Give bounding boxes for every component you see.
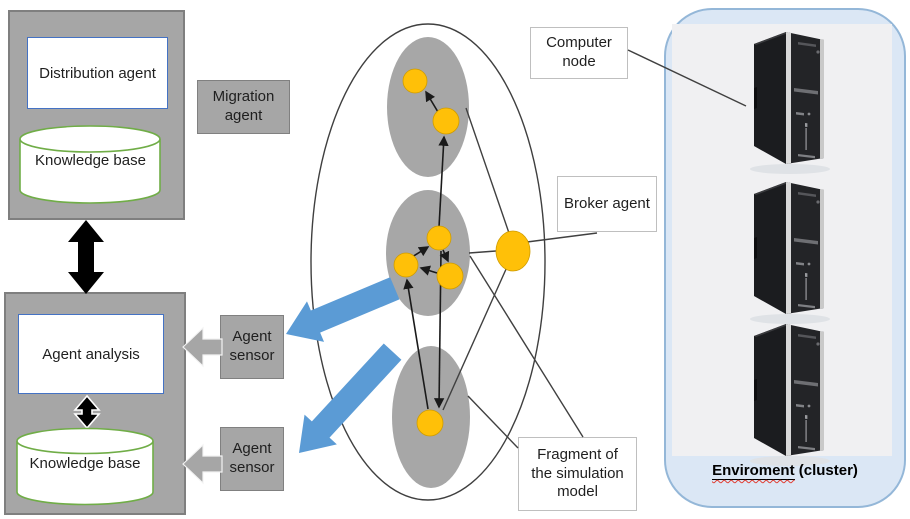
- arrow-top-b-to-a: [425, 90, 439, 113]
- blue-arrow-to-sensor-top: [286, 277, 400, 342]
- fragment-label: Fragment of the simulation model: [531, 445, 624, 501]
- broker-to-bottom-agent-line: [442, 266, 508, 411]
- distribution-agent-label: Distribution agent: [39, 64, 156, 82]
- distribution-agent-box: Distribution agent: [27, 37, 168, 109]
- broker-to-top-fragment-line: [465, 107, 510, 234]
- environment-panel: [664, 8, 906, 508]
- fragment-label-to-middle-line: [469, 255, 584, 438]
- broker-agent-callout: Broker agent: [557, 176, 657, 232]
- migration-agent-label: Migration agent: [212, 88, 275, 124]
- fragment-ellipse-middle: [386, 190, 470, 316]
- broker-agent-node: [495, 230, 531, 272]
- fragment-ellipse-bottom: [392, 346, 470, 488]
- knowledge-base-top-label: Knowledge base: [35, 152, 146, 169]
- arrow-mid-right-to-left: [419, 265, 438, 276]
- simulation-model-ellipse: [310, 23, 546, 501]
- fragment-ellipse-top: [387, 37, 469, 177]
- agent-analysis-box: Agent analysis: [18, 314, 164, 394]
- arrow-mid-left-to-top: [411, 246, 430, 258]
- agent-sensor-bottom-label: Agent sensor: [229, 440, 275, 476]
- broker-label-connector: [526, 232, 598, 243]
- arrow-mid-top-to-right: [439, 249, 450, 263]
- agent-interaction-arrows: [403, 90, 450, 410]
- environment-caption-suffix: (cluster): [794, 462, 858, 479]
- agent-node: [393, 252, 419, 278]
- agent-node: [402, 68, 428, 94]
- data-flow-arrows: [286, 277, 402, 453]
- arrow-bottom-to-mid-left: [403, 278, 429, 410]
- agent-node: [432, 107, 460, 135]
- knowledge-base-bottom-label: Knowledge base: [29, 455, 141, 472]
- fragment-label-to-bottom-line: [467, 395, 519, 449]
- environment-caption-word: Enviroment: [712, 462, 795, 480]
- environment-caption: Enviroment (cluster): [664, 462, 906, 480]
- blue-arrow-to-sensor-bottom: [299, 343, 402, 453]
- agent-node: [436, 262, 464, 290]
- computer-node-label: Computer node: [546, 34, 612, 70]
- agent-sensor-top-box: Agent sensor: [220, 315, 284, 379]
- gray-arrow-sensor-bottom: [182, 443, 223, 485]
- computer-node-callout: Computer node: [530, 27, 628, 79]
- arrow-middle-to-top-fragment: [438, 135, 449, 228]
- fragment-callout: Fragment of the simulation model: [518, 437, 637, 511]
- sensor-output-arrows: [182, 326, 223, 485]
- migration-agent-box: Migration agent: [197, 80, 290, 134]
- arrow-mid-to-bottom-agent: [433, 250, 445, 409]
- agent-sensor-bottom-box: Agent sensor: [220, 427, 284, 491]
- double-arrow-units: [68, 220, 104, 294]
- broker-agent-label: Broker agent: [564, 194, 650, 212]
- agent-analysis-label: Agent analysis: [42, 345, 140, 363]
- agent-node: [426, 225, 452, 251]
- broker-to-middle-fragment-line: [468, 250, 497, 254]
- agent-nodes: [393, 68, 531, 437]
- gray-arrow-sensor-top: [182, 326, 223, 368]
- agent-sensor-top-label: Agent sensor: [229, 328, 275, 364]
- agent-node: [416, 409, 444, 437]
